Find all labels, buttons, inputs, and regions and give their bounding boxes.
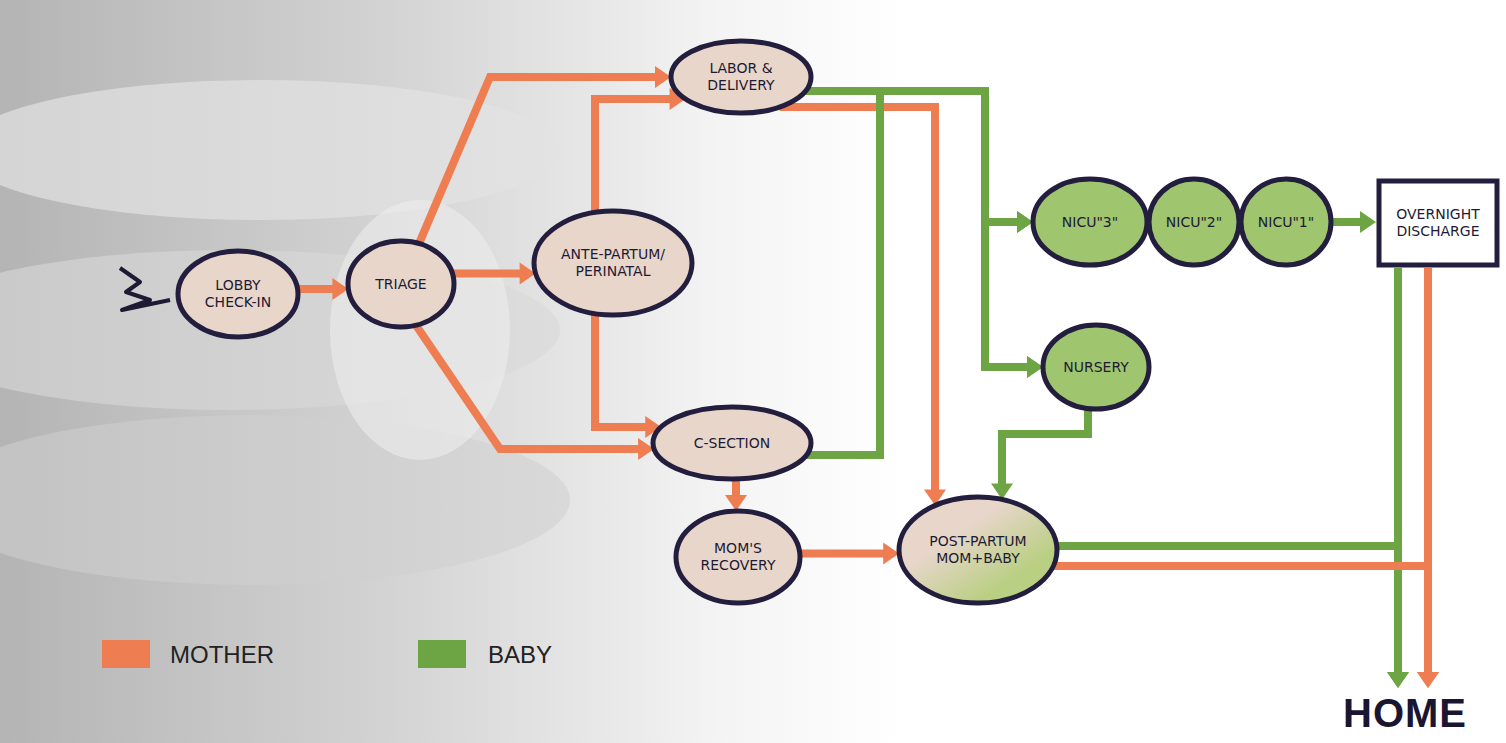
- node-shape: [653, 407, 811, 479]
- node-shape: [348, 241, 454, 327]
- flow-arrow: [1331, 211, 1376, 233]
- process-ellipse: POST-PARTUM MOM+BABY: [896, 494, 1060, 606]
- arrowhead: [1387, 672, 1409, 688]
- node-shape: [1379, 181, 1497, 265]
- node-label: OVERNIGHT DISCHARGE: [1384, 206, 1493, 240]
- flow-arrow: [807, 91, 1034, 455]
- node-shape: [1043, 325, 1149, 409]
- process-ellipse: NICU"3": [1030, 176, 1150, 268]
- flow-line: [1331, 218, 1362, 226]
- node-shape: [676, 511, 800, 603]
- node-label: NURSERY: [1063, 359, 1129, 376]
- process-ellipse: LOBBY CHECK-IN: [175, 248, 301, 340]
- flow-line: [806, 91, 1030, 367]
- flow-arrow: [298, 278, 349, 300]
- node-label: NICU"3": [1062, 214, 1118, 231]
- flow-arrow: [806, 91, 1044, 378]
- flow-line: [452, 270, 521, 278]
- node-shape: [899, 497, 1057, 603]
- arrowhead: [1417, 672, 1439, 688]
- flow-line: [1053, 566, 1428, 674]
- flow-line: [595, 99, 672, 212]
- endpoint-label: HOME: [1340, 688, 1470, 738]
- process-ellipse: ANTE-PARTUM/ PERINATAL: [531, 208, 695, 318]
- process-ellipse: TRIAGE: [345, 238, 457, 330]
- flow-line: [1002, 409, 1088, 486]
- node-label: LABOR & DELIVERY: [687, 60, 795, 94]
- flow-arrow: [725, 479, 747, 511]
- arrowhead: [1387, 672, 1409, 688]
- node-shape: [534, 211, 692, 315]
- flow-line: [298, 285, 335, 293]
- node-label: LOBBY CHECK-IN: [192, 277, 285, 311]
- legend-swatch: [102, 640, 150, 668]
- node-label: TRIAGE: [375, 276, 426, 293]
- node-shape: [1241, 179, 1331, 265]
- flow-arrow: [452, 263, 535, 285]
- flow-line: [807, 91, 1030, 455]
- flow-arrow: [595, 88, 686, 212]
- node-shape: [1149, 179, 1239, 265]
- node-label: MOM'S RECOVERY: [690, 540, 786, 574]
- node-label: ANTE-PARTUM/ PERINATAL: [553, 246, 674, 280]
- legend-swatch: [418, 640, 466, 668]
- node-label: NICU"1": [1258, 214, 1314, 231]
- flow-line: [732, 479, 740, 497]
- arrowhead: [1417, 672, 1439, 688]
- process-ellipse: NICU"1": [1238, 176, 1334, 268]
- process-ellipse: NURSERY: [1040, 322, 1152, 412]
- node-shape: [671, 41, 811, 113]
- process-box: OVERNIGHT DISCHARGE: [1376, 178, 1500, 268]
- arrowhead: [1360, 211, 1376, 233]
- process-ellipse: MOM'S RECOVERY: [673, 508, 803, 606]
- node-label: C-SECTION: [694, 435, 771, 452]
- node-label: POST-PARTUM MOM+BABY: [918, 533, 1039, 567]
- flow-arrow: [416, 325, 654, 460]
- node-shape: [1033, 179, 1147, 265]
- flow-arrow: [991, 409, 1088, 500]
- flow-arrow: [1053, 566, 1439, 688]
- legend-label: MOTHER: [170, 641, 274, 669]
- flow-arrow: [595, 314, 661, 438]
- node-label: NICU"2": [1166, 214, 1222, 231]
- flow-arrow: [807, 91, 1044, 455]
- flow-line: [800, 550, 885, 558]
- flow-arrow: [800, 543, 899, 565]
- process-ellipse: LABOR & DELIVERY: [668, 38, 814, 116]
- node-label: HOME: [1343, 689, 1467, 737]
- node-shape: [178, 251, 298, 337]
- legend-label: BABY: [488, 641, 552, 669]
- process-ellipse: NICU"2": [1146, 176, 1242, 268]
- flow-line: [595, 314, 647, 427]
- process-ellipse: C-SECTION: [650, 404, 814, 482]
- flow-arrow: [806, 91, 1034, 233]
